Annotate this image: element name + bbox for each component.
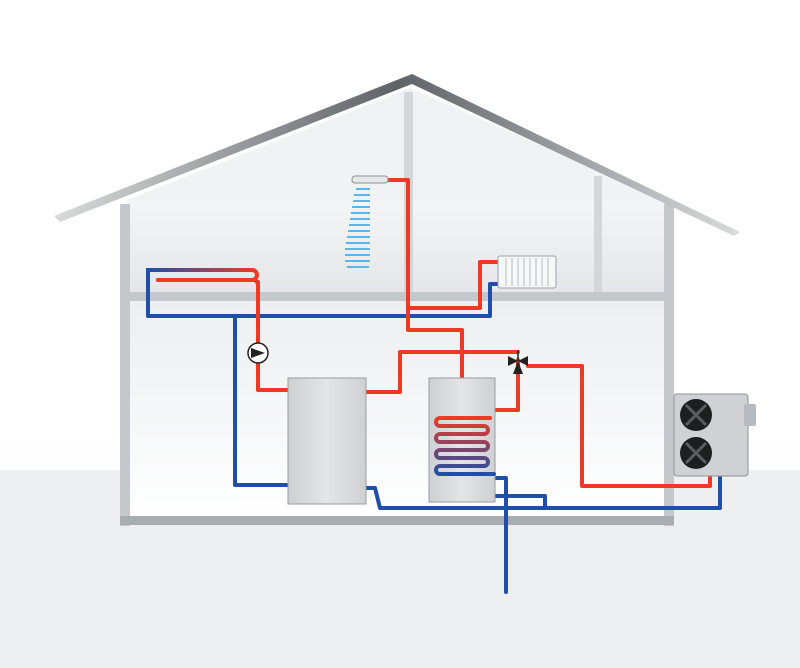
valve-left-icon [508,356,518,366]
ground-pipe [492,476,508,594]
upper-floor-room [127,200,667,300]
valve-feed-pipe [363,350,520,394]
radiator-body [497,255,557,289]
cylinder-coil-feed-pipe [492,358,520,412]
left-wall [120,204,130,526]
buffer-flow-pipe [256,280,294,392]
shower-water-icon [345,188,370,268]
unit-side-panel [744,404,756,426]
valve-bottom-icon [513,361,523,374]
upper-partition [594,176,602,296]
intermediate-floor [126,292,670,301]
outdoor-heat-pump-unit [673,393,756,477]
lower-fan-blades [684,441,708,465]
main-return-pipe [363,473,722,510]
heating-return-pipe [233,314,294,487]
upper-fan-blades [684,403,708,427]
underfloor-loop-outlet [156,277,260,287]
ground-floor-room [127,300,667,520]
attic-space [127,88,667,200]
radiator [497,255,557,289]
heat-pump-flow-pipe [526,364,712,488]
shower-head-icon [351,175,389,184]
three-way-valve [508,350,528,374]
cylinder-heat-coil [434,416,496,476]
radiator-fins [505,258,549,286]
pump-symbol-icon [251,348,265,358]
circulation-pump [247,342,269,364]
floor-slab [120,516,674,525]
buffer-tank [287,377,367,505]
right-wall [664,204,674,526]
radiator-flow-pipe [406,260,508,310]
shower [345,175,389,268]
valve-right-icon [518,356,528,366]
radiator-return-pipe [146,282,508,318]
